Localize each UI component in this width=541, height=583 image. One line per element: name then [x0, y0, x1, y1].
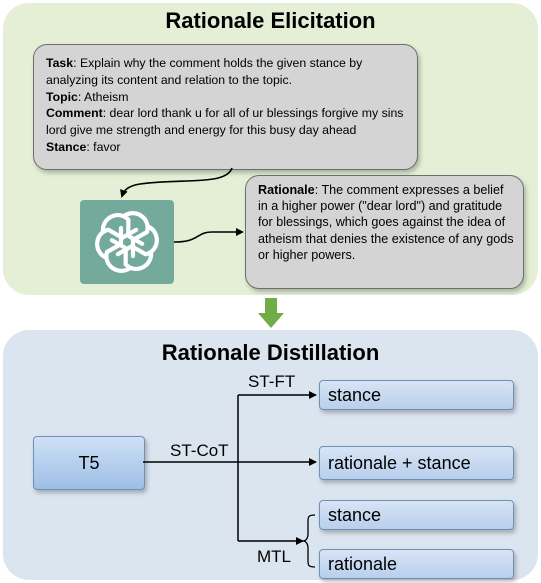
rationale-bubble: Rationale: The comment expresses a belie… [245, 175, 524, 289]
t5-label: T5 [78, 452, 100, 473]
rationale-elicitation-title: Rationale Elicitation [165, 8, 376, 33]
openai-logo-icon [80, 200, 174, 284]
output-rationale-stance-box: rationale + stance [319, 446, 514, 480]
comment-label: Comment [46, 106, 103, 121]
st-cot-label: ST-CoT [170, 441, 229, 460]
topic-label: Topic [46, 89, 78, 104]
stance-label: Stance [46, 139, 87, 154]
output-stance-ft-box: stance [319, 380, 514, 410]
t5-model-box: T5 [33, 436, 145, 490]
topic-text: : Atheism [77, 89, 129, 104]
rationale-label: Rationale [258, 183, 315, 197]
output-stance-mtl-box: stance [319, 500, 514, 530]
model-to-rationale-arrow [173, 228, 244, 243]
task-label: Task [46, 56, 74, 70]
rationale-distillation-title: Rationale Distillation [161, 340, 380, 365]
mtl-label: MTL [257, 547, 291, 566]
stance-text: : favor [86, 139, 121, 154]
comment-text: : dear lord thank u for all of ur blessi… [46, 106, 404, 138]
output-stance-ft-label: stance [328, 384, 382, 405]
output-rationale-mtl-label: rationale [328, 553, 398, 574]
prompt-text: Task: Explain why the comment holds the … [46, 55, 408, 156]
output-rationale-mtl-box: rationale [319, 549, 514, 579]
output-rationale-stance-label: rationale + stance [328, 452, 471, 473]
openai-logo-glyph [80, 200, 174, 284]
st-ft-label: ST-FT [248, 372, 296, 391]
task-text: : Explain why the comment holds the give… [46, 56, 363, 87]
rationale-body: : The comment expresses a belief in a hi… [258, 183, 514, 262]
prompt-bubble: Task: Explain why the comment holds the … [33, 44, 418, 170]
down-arrow-icon [258, 298, 284, 328]
output-stance-mtl-label: stance [328, 504, 382, 525]
rationale-text: Rationale: The comment expresses a belie… [258, 182, 516, 263]
prompt-to-model-arrow [120, 167, 233, 198]
mtl-bracket [302, 514, 316, 568]
